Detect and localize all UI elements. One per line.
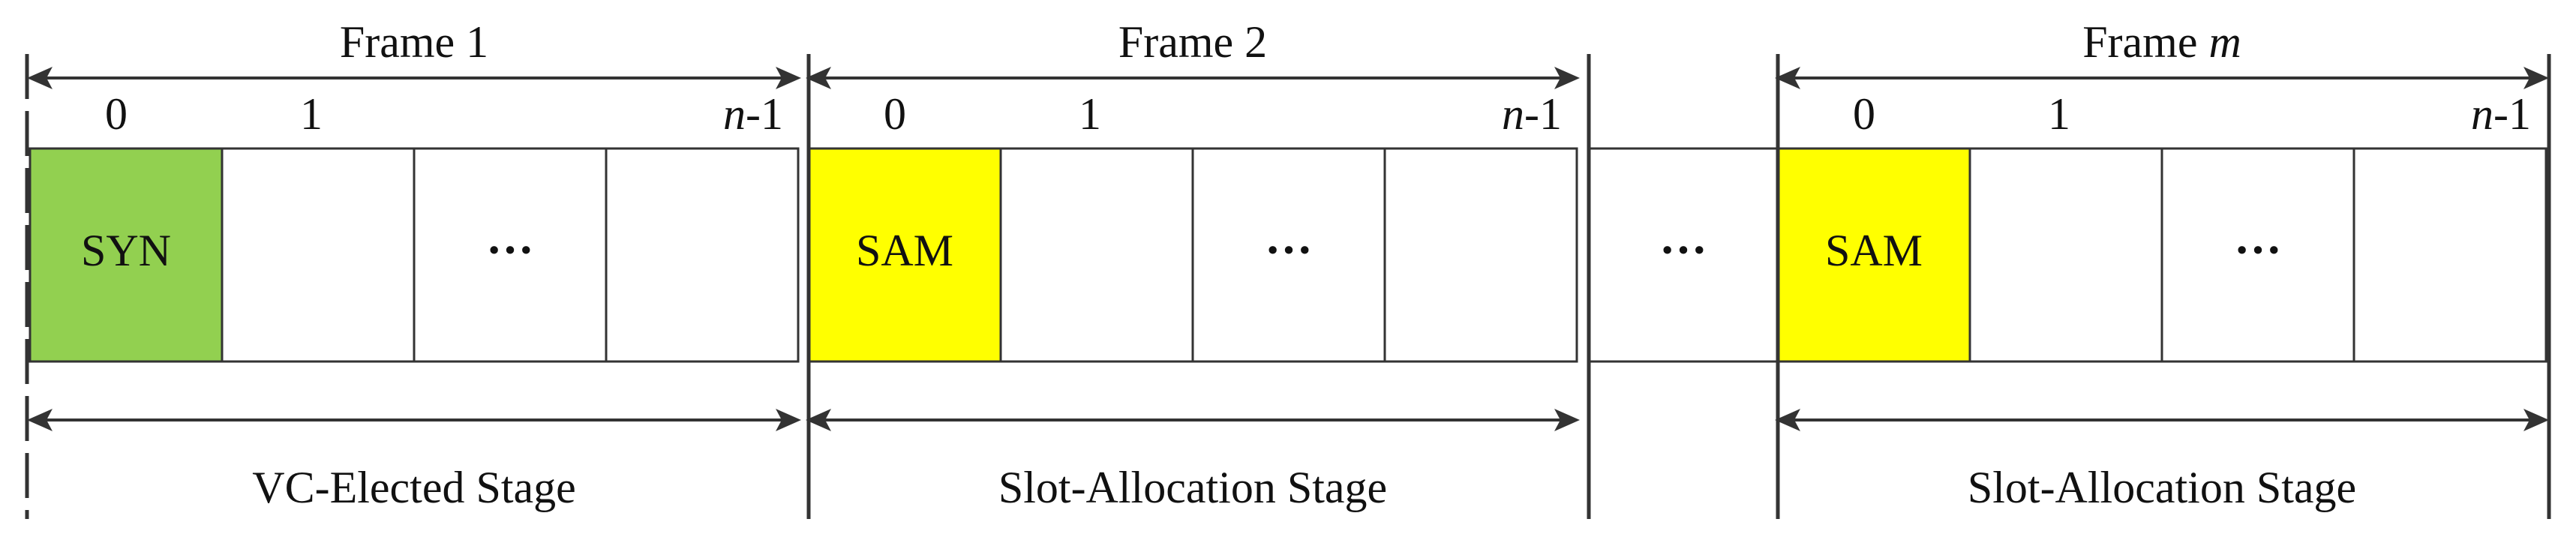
frame-3-cell-2-label: ··· xyxy=(2234,224,2282,277)
frame-1-slot-last-var: n xyxy=(723,89,746,139)
gap-cell xyxy=(1587,147,1779,363)
frame-1-title: Frame 1 xyxy=(340,17,488,67)
frame-3-title-var: m xyxy=(2208,17,2241,67)
gap-cell-ellipsis: ··· xyxy=(1659,224,1707,277)
frame-3-span-arrow-right-head xyxy=(2523,67,2549,89)
frame-1-cell-1 xyxy=(221,147,416,363)
frame-3-slot-0: 0 xyxy=(1853,89,1875,139)
frame-1-span-arrow-right-head xyxy=(776,67,801,89)
frame-3-stage-arrow-right-head xyxy=(2523,409,2549,431)
frame-1-cell-2-label: ··· xyxy=(486,224,534,277)
frame-1-cell-3 xyxy=(605,147,800,363)
frame-2-cell-0-label: SAM xyxy=(856,226,953,275)
frame-1-slot-1: 1 xyxy=(300,89,323,139)
frame-2-span-arrow-right-head xyxy=(1554,67,1580,89)
frame-3-stage-label: Slot-Allocation Stage xyxy=(1968,463,2356,512)
frame-3-cell-0-label: SAM xyxy=(1825,226,1923,275)
frame-1-cell-0 xyxy=(29,147,224,363)
frame-3-slot-last: n-1 xyxy=(2471,89,2531,139)
frame-1-slot-last-suffix: -1 xyxy=(746,89,783,139)
frame-3-title: Frame m xyxy=(2082,17,2241,67)
frame-2-cell-3 xyxy=(1383,147,1578,363)
frame-2-slot-last-var: n xyxy=(1502,89,1524,139)
frame-1-slot-0: 0 xyxy=(105,89,128,139)
frame-2-stage-label: Slot-Allocation Stage xyxy=(998,463,1387,512)
frame-2-stage-arrow-right-head xyxy=(1554,409,1580,431)
frame-2-title: Frame 2 xyxy=(1118,17,1267,67)
frame-1-cell-0-label: SYN xyxy=(81,226,171,275)
frame-2-cell-2 xyxy=(1191,147,1386,363)
frame-2-stage-arrow-left-head xyxy=(806,409,831,431)
frame-1-stage-label: VC-Elected Stage xyxy=(252,463,576,512)
frame-2-cell-1 xyxy=(999,147,1194,363)
frame-2-slot-1: 1 xyxy=(1079,89,1101,139)
frame-2-slot-0: 0 xyxy=(884,89,906,139)
frame-2-title-text: Frame 2 xyxy=(1118,17,1267,67)
frame-3-cell-1 xyxy=(1968,147,2163,363)
frame-1-stage-arrow-right-head xyxy=(776,409,801,431)
frame-2-cell-2-label: ··· xyxy=(1265,224,1313,277)
frame-3-slot-last-suffix: -1 xyxy=(2493,89,2531,139)
frame-3-cell-2 xyxy=(2160,147,2355,363)
frame-3-cell-0 xyxy=(1776,147,1971,363)
frame-1-cell-2 xyxy=(413,147,608,363)
frame-1-stage-arrow-left-head xyxy=(27,409,53,431)
frame-2-slot-last-suffix: -1 xyxy=(1524,89,1562,139)
frame-2-span-arrow-left-head xyxy=(806,67,831,89)
frame-1-title-text: Frame 1 xyxy=(340,17,488,67)
frame-3-stage-arrow-left-head xyxy=(1775,409,1800,431)
frame-1-slot-last: n-1 xyxy=(723,89,783,139)
frame-3-title-text: Frame xyxy=(2082,17,2208,67)
frame-3-slot-1: 1 xyxy=(2048,89,2070,139)
frame-1-span-arrow-left-head xyxy=(27,67,53,89)
frame-3-cell-3 xyxy=(2352,147,2547,363)
frame-3-span-arrow-left-head xyxy=(1775,67,1800,89)
frame-3-slot-last-var: n xyxy=(2471,89,2493,139)
frame-2-slot-last: n-1 xyxy=(1502,89,1562,139)
